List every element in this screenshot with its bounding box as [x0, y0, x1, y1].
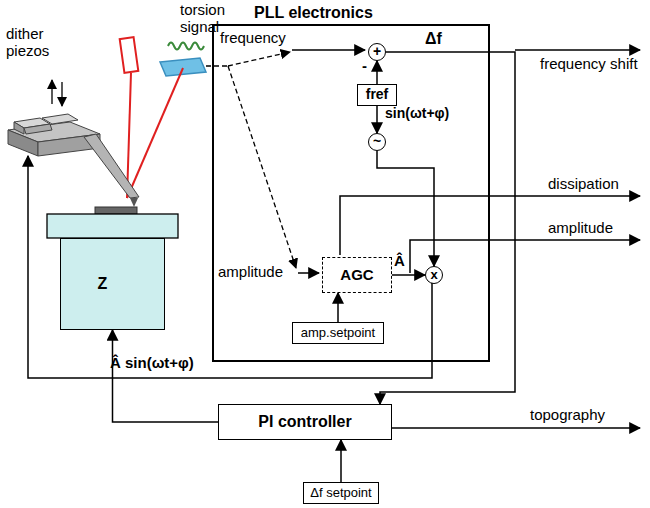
drive-wire	[28, 156, 432, 378]
reference-box: fref	[357, 84, 397, 106]
signal-name: Â sin(ωt+φ)	[110, 355, 194, 372]
piezo	[42, 114, 78, 124]
signal-name: frequency	[220, 30, 286, 47]
signal-dashed	[228, 66, 296, 268]
dither-arrow	[51, 80, 52, 104]
signal-connector	[337, 293, 339, 322]
signal-dashed	[228, 52, 290, 66]
frequency-wire	[292, 49, 365, 51]
node-text: x	[430, 268, 437, 282]
piezo	[24, 124, 52, 134]
summing-junction: +	[368, 43, 386, 61]
signal-connector	[340, 440, 342, 482]
sample	[95, 207, 137, 214]
piezo	[14, 122, 24, 134]
pll-frame: +fref~AGCxamp.setpointPLL electronics	[212, 24, 490, 362]
sign-mark: -	[362, 58, 367, 75]
node-text: PI controller	[258, 413, 351, 431]
signal-name: amplitude	[218, 264, 283, 281]
output-name: dissipation	[548, 176, 619, 193]
setpoint-box: Δf setpoint	[303, 482, 379, 504]
signal-dashed	[206, 65, 228, 66]
photodetector	[160, 58, 206, 76]
part-name: dither piezos	[6, 26, 61, 59]
node-text: fref	[366, 87, 389, 102]
signal-connector	[392, 274, 425, 276]
signal-name: Â	[394, 253, 405, 270]
laser	[120, 37, 139, 73]
df-out-wire	[515, 49, 640, 51]
output-name: topography	[530, 407, 605, 424]
node-text: Z	[98, 275, 108, 293]
reflected-beam	[127, 68, 183, 198]
signal-connector	[380, 52, 515, 404]
multiplier-symbol: x	[425, 266, 443, 284]
output-name: frequency shift	[540, 56, 638, 73]
dither-arrow	[61, 82, 62, 106]
amplitude-in-wire	[298, 272, 319, 274]
torsion-wave	[168, 43, 204, 50]
node-text: +	[373, 44, 381, 59]
node-text: Δf setpoint	[310, 486, 371, 500]
signal-connector	[113, 330, 219, 422]
topography-wire	[392, 427, 640, 429]
panel-heading: PLL electronics	[254, 4, 373, 22]
output-name: amplitude	[548, 220, 613, 237]
signal-connector	[376, 106, 378, 133]
signal-connector	[377, 151, 434, 266]
setpoint-box: amp.setpoint	[292, 322, 384, 344]
signal-connector	[376, 61, 378, 84]
signal-name: Δf	[425, 30, 442, 48]
node-text: AGC	[340, 267, 373, 284]
cantilever	[84, 134, 139, 198]
oscillator-symbol: ~	[368, 133, 386, 151]
amplitude-out-wire	[410, 240, 640, 273]
node-text: amp.setpoint	[301, 326, 375, 340]
scanner-plate	[47, 214, 178, 238]
dissipation-wire	[340, 196, 640, 255]
z-scanner: Z	[60, 238, 165, 330]
agc-box: AGC	[322, 257, 392, 293]
laser-beam	[127, 73, 131, 198]
signal-name: sin(ωt+φ)	[385, 106, 449, 121]
tip	[130, 198, 138, 207]
pi-controller-box: PI controller	[218, 404, 392, 440]
node-text: ~	[373, 134, 381, 149]
